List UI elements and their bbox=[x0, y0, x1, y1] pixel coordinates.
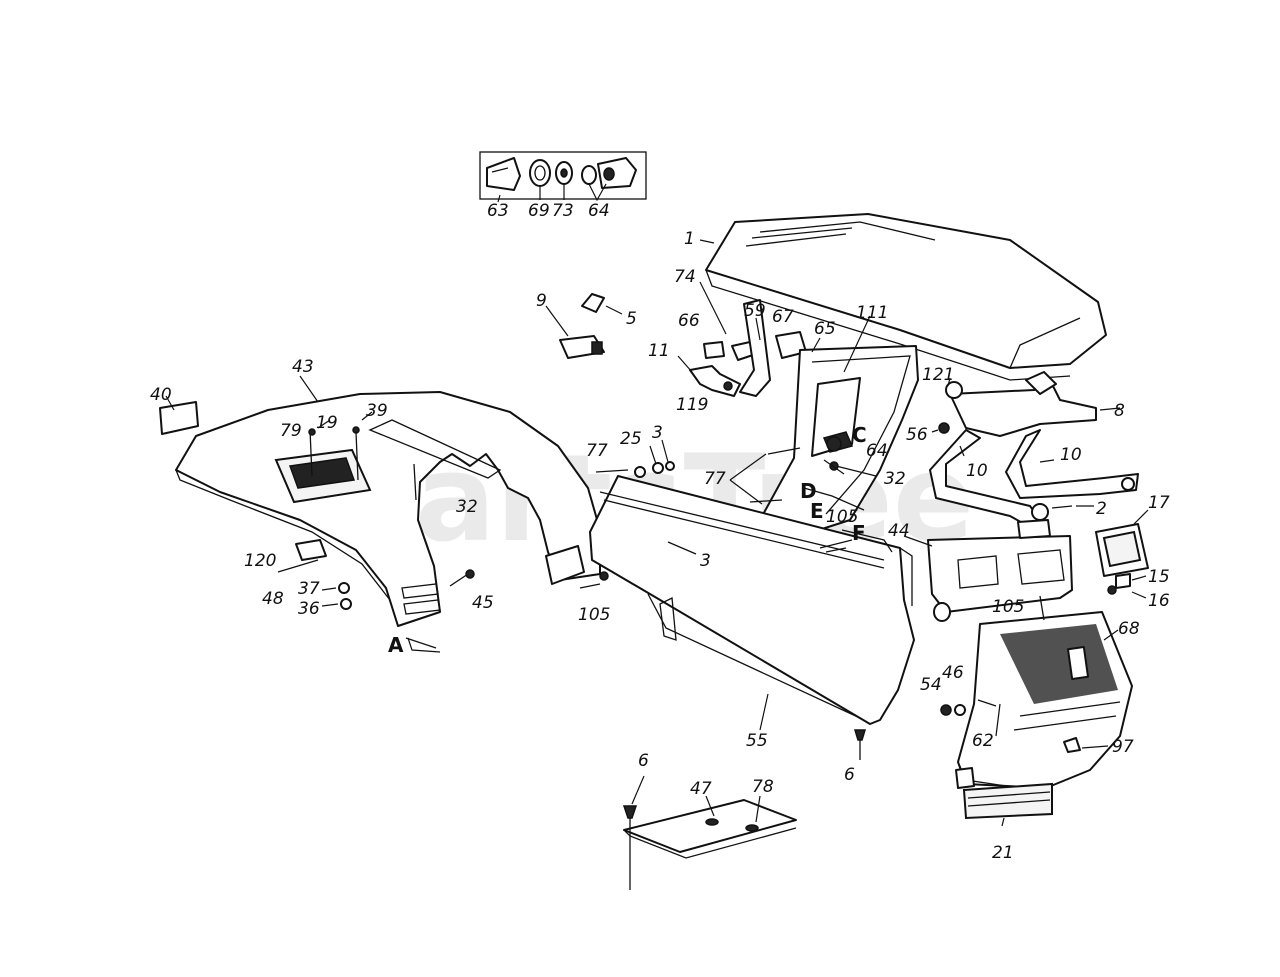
callout-68: 68 bbox=[1118, 619, 1140, 639]
callout-32: 32 bbox=[456, 497, 478, 517]
part-68-grille bbox=[955, 611, 1133, 820]
callout-40: 40 bbox=[150, 385, 172, 405]
callout-56: 56 bbox=[906, 425, 928, 445]
callout-74: 74 bbox=[674, 267, 696, 287]
part-44-front-housing bbox=[903, 519, 1073, 622]
callout-45: 45 bbox=[472, 593, 494, 613]
callout-67: 67 bbox=[772, 307, 794, 327]
callout-5: 5 bbox=[626, 309, 637, 329]
callout-21: 21 bbox=[992, 843, 1014, 863]
part-73-nut bbox=[555, 161, 573, 185]
callout-79: 79 bbox=[280, 421, 302, 441]
inset-key-switch bbox=[479, 151, 647, 203]
callout-78: 78 bbox=[752, 777, 774, 797]
callout-17: 17 bbox=[1148, 493, 1170, 513]
callout-19: 19 bbox=[316, 413, 338, 433]
callout-63: 63 bbox=[487, 201, 509, 221]
callout-121: 121 bbox=[922, 365, 954, 385]
grille-hardware bbox=[940, 699, 1109, 827]
leader-A bbox=[407, 637, 441, 653]
callout-111: 111 bbox=[856, 303, 888, 323]
part-63-key bbox=[486, 157, 521, 191]
ref-letter-a: A bbox=[388, 633, 404, 657]
callout-59: 59 bbox=[744, 301, 766, 321]
callout-15: 15 bbox=[1148, 567, 1170, 587]
ref-letter-d: D bbox=[800, 479, 817, 503]
callout-64: 64 bbox=[588, 201, 610, 221]
part-1-hood bbox=[699, 213, 1107, 381]
callout-3: 3 bbox=[700, 551, 711, 571]
part-55-side-panel bbox=[589, 475, 915, 731]
part-5-clip bbox=[581, 293, 623, 315]
callout-10: 10 bbox=[966, 461, 988, 481]
part-56-bolt bbox=[931, 422, 950, 434]
callout-32: 32 bbox=[884, 469, 906, 489]
dash-bracket-parts bbox=[677, 281, 807, 397]
ref-letter-e: E bbox=[810, 499, 824, 523]
part-6-screws bbox=[622, 729, 867, 890]
callout-6: 6 bbox=[844, 765, 855, 785]
callout-10: 10 bbox=[1060, 445, 1082, 465]
parts-15-16-clips bbox=[1107, 573, 1147, 599]
side-panel-hardware bbox=[579, 436, 893, 589]
callout-77: 77 bbox=[586, 441, 608, 461]
callout-37: 37 bbox=[298, 579, 320, 599]
callout-105: 105 bbox=[578, 605, 610, 625]
part-105-bolts bbox=[825, 547, 1045, 621]
callout-39: 39 bbox=[366, 401, 388, 421]
callout-36: 36 bbox=[298, 599, 320, 619]
callout-64: 64 bbox=[866, 441, 888, 461]
fender-hardware bbox=[159, 395, 475, 649]
callout-69: 69 bbox=[528, 201, 550, 221]
callout-8: 8 bbox=[1114, 401, 1125, 421]
part-8-bracket bbox=[945, 371, 1121, 437]
callout-119: 119 bbox=[676, 395, 708, 415]
callout-1: 1 bbox=[684, 229, 695, 249]
callout-66: 66 bbox=[678, 311, 700, 331]
callout-48: 48 bbox=[262, 589, 284, 609]
callout-77: 77 bbox=[704, 469, 726, 489]
part-2-bolt bbox=[1051, 505, 1094, 509]
part-43-fender bbox=[175, 375, 601, 627]
part-17-headlight bbox=[1095, 509, 1149, 577]
callout-labels: 63 69 73 64 1 74 9 5 59 67 65 111 66 11 … bbox=[150, 201, 1170, 863]
callout-2: 2 bbox=[1096, 499, 1107, 519]
callout-97: 97 bbox=[1112, 737, 1134, 757]
callout-6: 6 bbox=[638, 751, 649, 771]
callout-3: 3 bbox=[652, 423, 663, 443]
callout-44: 44 bbox=[888, 521, 910, 541]
part-9-light-switch bbox=[545, 305, 605, 359]
callout-62: 62 bbox=[972, 731, 994, 751]
callout-9: 9 bbox=[536, 291, 547, 311]
callout-54: 54 bbox=[920, 675, 942, 695]
callout-47: 47 bbox=[690, 779, 712, 799]
part-47-cover-plate bbox=[623, 795, 797, 859]
callout-120: 120 bbox=[244, 551, 276, 571]
callout-65: 65 bbox=[814, 319, 836, 339]
part-69-bushing bbox=[529, 159, 551, 187]
part-64-switch bbox=[581, 157, 637, 189]
callout-16: 16 bbox=[1148, 591, 1170, 611]
callout-43: 43 bbox=[292, 357, 314, 377]
callout-11: 11 bbox=[648, 341, 670, 361]
callout-25: 25 bbox=[620, 429, 642, 449]
ref-letter-f: F bbox=[852, 521, 866, 545]
reference-letters: A C D E F bbox=[388, 423, 867, 657]
callout-105: 105 bbox=[826, 507, 858, 527]
callout-73: 73 bbox=[552, 201, 574, 221]
callout-46: 46 bbox=[942, 663, 964, 683]
ref-letter-c: C bbox=[852, 423, 867, 447]
callout-55: 55 bbox=[746, 731, 768, 751]
callout-105: 105 bbox=[992, 597, 1024, 617]
